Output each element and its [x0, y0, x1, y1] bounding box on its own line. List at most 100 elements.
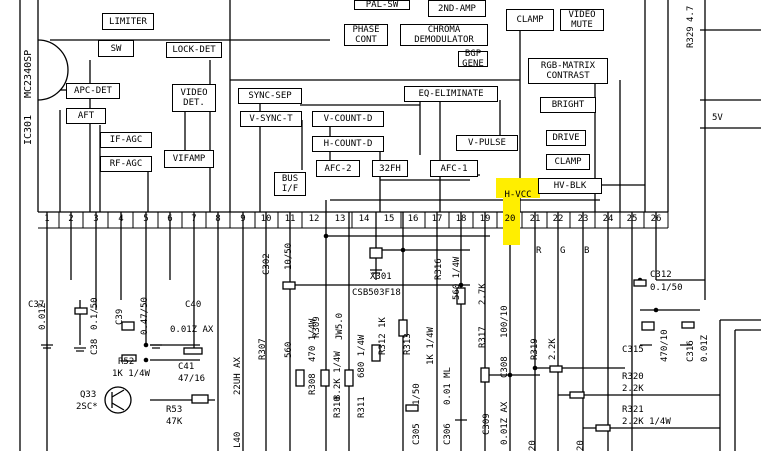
ic-part-number: MC2340SP — [23, 49, 34, 98]
label-r311-value: 680 1/4W — [357, 334, 367, 378]
label-r320-value: 2.2K — [622, 384, 644, 394]
pin-17: 17 — [431, 214, 443, 224]
label-c41-value: 47/16 — [178, 374, 206, 384]
block-bgp: BGP GENE — [458, 49, 488, 69]
label-c308-value: 100/10 — [500, 305, 510, 338]
pin-11: 11 — [284, 214, 296, 224]
pin-25: 25 — [626, 214, 638, 224]
block-afc2: AFC-2 — [316, 160, 360, 177]
block-fh32: 32FH — [372, 160, 408, 177]
block-videomute: VIDEO MUTE — [560, 9, 604, 31]
pin-2: 2 — [68, 214, 74, 224]
block-limiter: LIMITER — [102, 13, 154, 30]
label-r329: R329 — [686, 26, 696, 48]
label-q33-value: 2SC* — [76, 402, 98, 412]
label-x301-value: CSB503F18 — [352, 288, 401, 298]
label-c312: C312 — [650, 270, 672, 280]
block-clamp1: CLAMP — [506, 9, 554, 31]
label-r321: R321 — [622, 405, 644, 415]
block-phasecont: PHASE CONT — [344, 24, 388, 46]
pin-7: 7 — [191, 214, 197, 224]
pin-8: 8 — [215, 214, 221, 224]
label-c309-value: 0.01Z AX — [500, 401, 510, 445]
label-r310-value: 8.2K 1/4W — [333, 351, 343, 400]
label-c37-value: 0.01Z — [38, 302, 48, 330]
label-c306-value: 0.01 ML — [443, 367, 453, 405]
block-busif: BUS I/F — [274, 172, 306, 196]
label-c302: C302 — [262, 253, 272, 275]
block-chroma: CHROMA DEMODULATOR — [400, 24, 488, 46]
label-c308: C308 — [500, 356, 510, 378]
block-hcountd: H-COUNT-D — [312, 136, 384, 152]
pin-21: 21 — [529, 214, 541, 224]
label-c40: C40 — [185, 300, 202, 310]
label-c305-value: 1/50 — [412, 383, 422, 405]
label-l40-value: 22UH AX — [233, 357, 243, 395]
pin-5: 5 — [143, 214, 149, 224]
label-c37: C37 — [28, 300, 45, 310]
block-rfagc: RF-AGC — [100, 156, 152, 172]
label-r319-value: 2.2K — [548, 338, 558, 360]
label-r321-value: 2.2K 1/4W — [622, 417, 671, 427]
block-syncsep: SYNC-SEP — [238, 88, 302, 104]
label-r317-value: 2.7K — [478, 283, 488, 305]
label-bottom-20a: 20 — [528, 440, 538, 451]
block-ifagc: IF-AGC — [100, 132, 152, 148]
block-hvblk: HV-BLK — [538, 178, 602, 194]
ic-reference: IC301 — [23, 114, 34, 145]
block-sw: SW — [98, 40, 134, 57]
pin-19: 19 — [479, 214, 491, 224]
label-g: G — [560, 246, 566, 256]
pin-20: 20 — [504, 214, 516, 224]
label-l40: L40 — [233, 431, 243, 448]
block-afc1: AFC-1 — [430, 160, 478, 177]
label-c316-value: 0.01Z — [700, 334, 710, 362]
block-lockdet: LOCK-DET — [166, 42, 222, 58]
label-c39: C39 — [115, 308, 125, 325]
block-bright: BRIGHT — [540, 97, 596, 113]
pin-13: 13 — [334, 214, 346, 224]
label-c315-value: 470/10 — [660, 329, 670, 362]
label-r53: R53 — [166, 405, 183, 415]
pin-6: 6 — [167, 214, 173, 224]
block-vcountd: V-COUNT-D — [312, 111, 384, 127]
label-c309: C309 — [482, 413, 492, 435]
label-5v: 5V — [712, 113, 723, 123]
label-c312-value: 0.1/50 — [650, 283, 683, 293]
label-r312-value: 1K — [378, 317, 388, 328]
block-vsynct: V-SYNC-T — [240, 111, 302, 127]
label-b: B — [584, 246, 590, 256]
block-drive: DRIVE — [546, 130, 586, 146]
label-r53-value: 47K — [166, 417, 183, 427]
label-r317: R317 — [478, 326, 488, 348]
pin-4: 4 — [118, 214, 124, 224]
block-palsw: PAL-SW — [354, 0, 410, 10]
label-r308: R308 — [308, 373, 318, 395]
label-c41: C41 — [178, 362, 195, 372]
label-r319: R319 — [530, 338, 540, 360]
pin-26: 26 — [650, 214, 662, 224]
label-r312: R312 — [378, 333, 388, 355]
pin-3: 3 — [93, 214, 99, 224]
label-r52-value: 1K 1/4W — [112, 369, 150, 379]
pin-23: 23 — [577, 214, 589, 224]
block-eqelim: EQ-ELIMINATE — [404, 86, 498, 102]
highlight-hvcc — [496, 178, 540, 198]
pin-16: 16 — [407, 214, 419, 224]
label-q33: Q33 — [80, 390, 97, 400]
block-vpulse: V-PULSE — [456, 135, 518, 151]
label-c38: C38 — [90, 338, 100, 355]
label-r309: R309 — [312, 316, 322, 338]
label-r307: R307 — [258, 338, 268, 360]
pin-14: 14 — [358, 214, 370, 224]
block-videodet: VIDEO DET. — [172, 84, 216, 112]
block-twondamp: 2ND-AMP — [428, 0, 486, 17]
label-c302-value: 10/50 — [284, 242, 294, 270]
block-clamp2: CLAMP — [546, 154, 590, 170]
label-r329-value: 4.7 — [686, 5, 696, 22]
label-bottom-20b: 20 — [576, 440, 586, 451]
label-c38-value: 0.1/50 — [90, 297, 100, 330]
pin-22: 22 — [552, 214, 564, 224]
label-r: R — [536, 246, 542, 256]
